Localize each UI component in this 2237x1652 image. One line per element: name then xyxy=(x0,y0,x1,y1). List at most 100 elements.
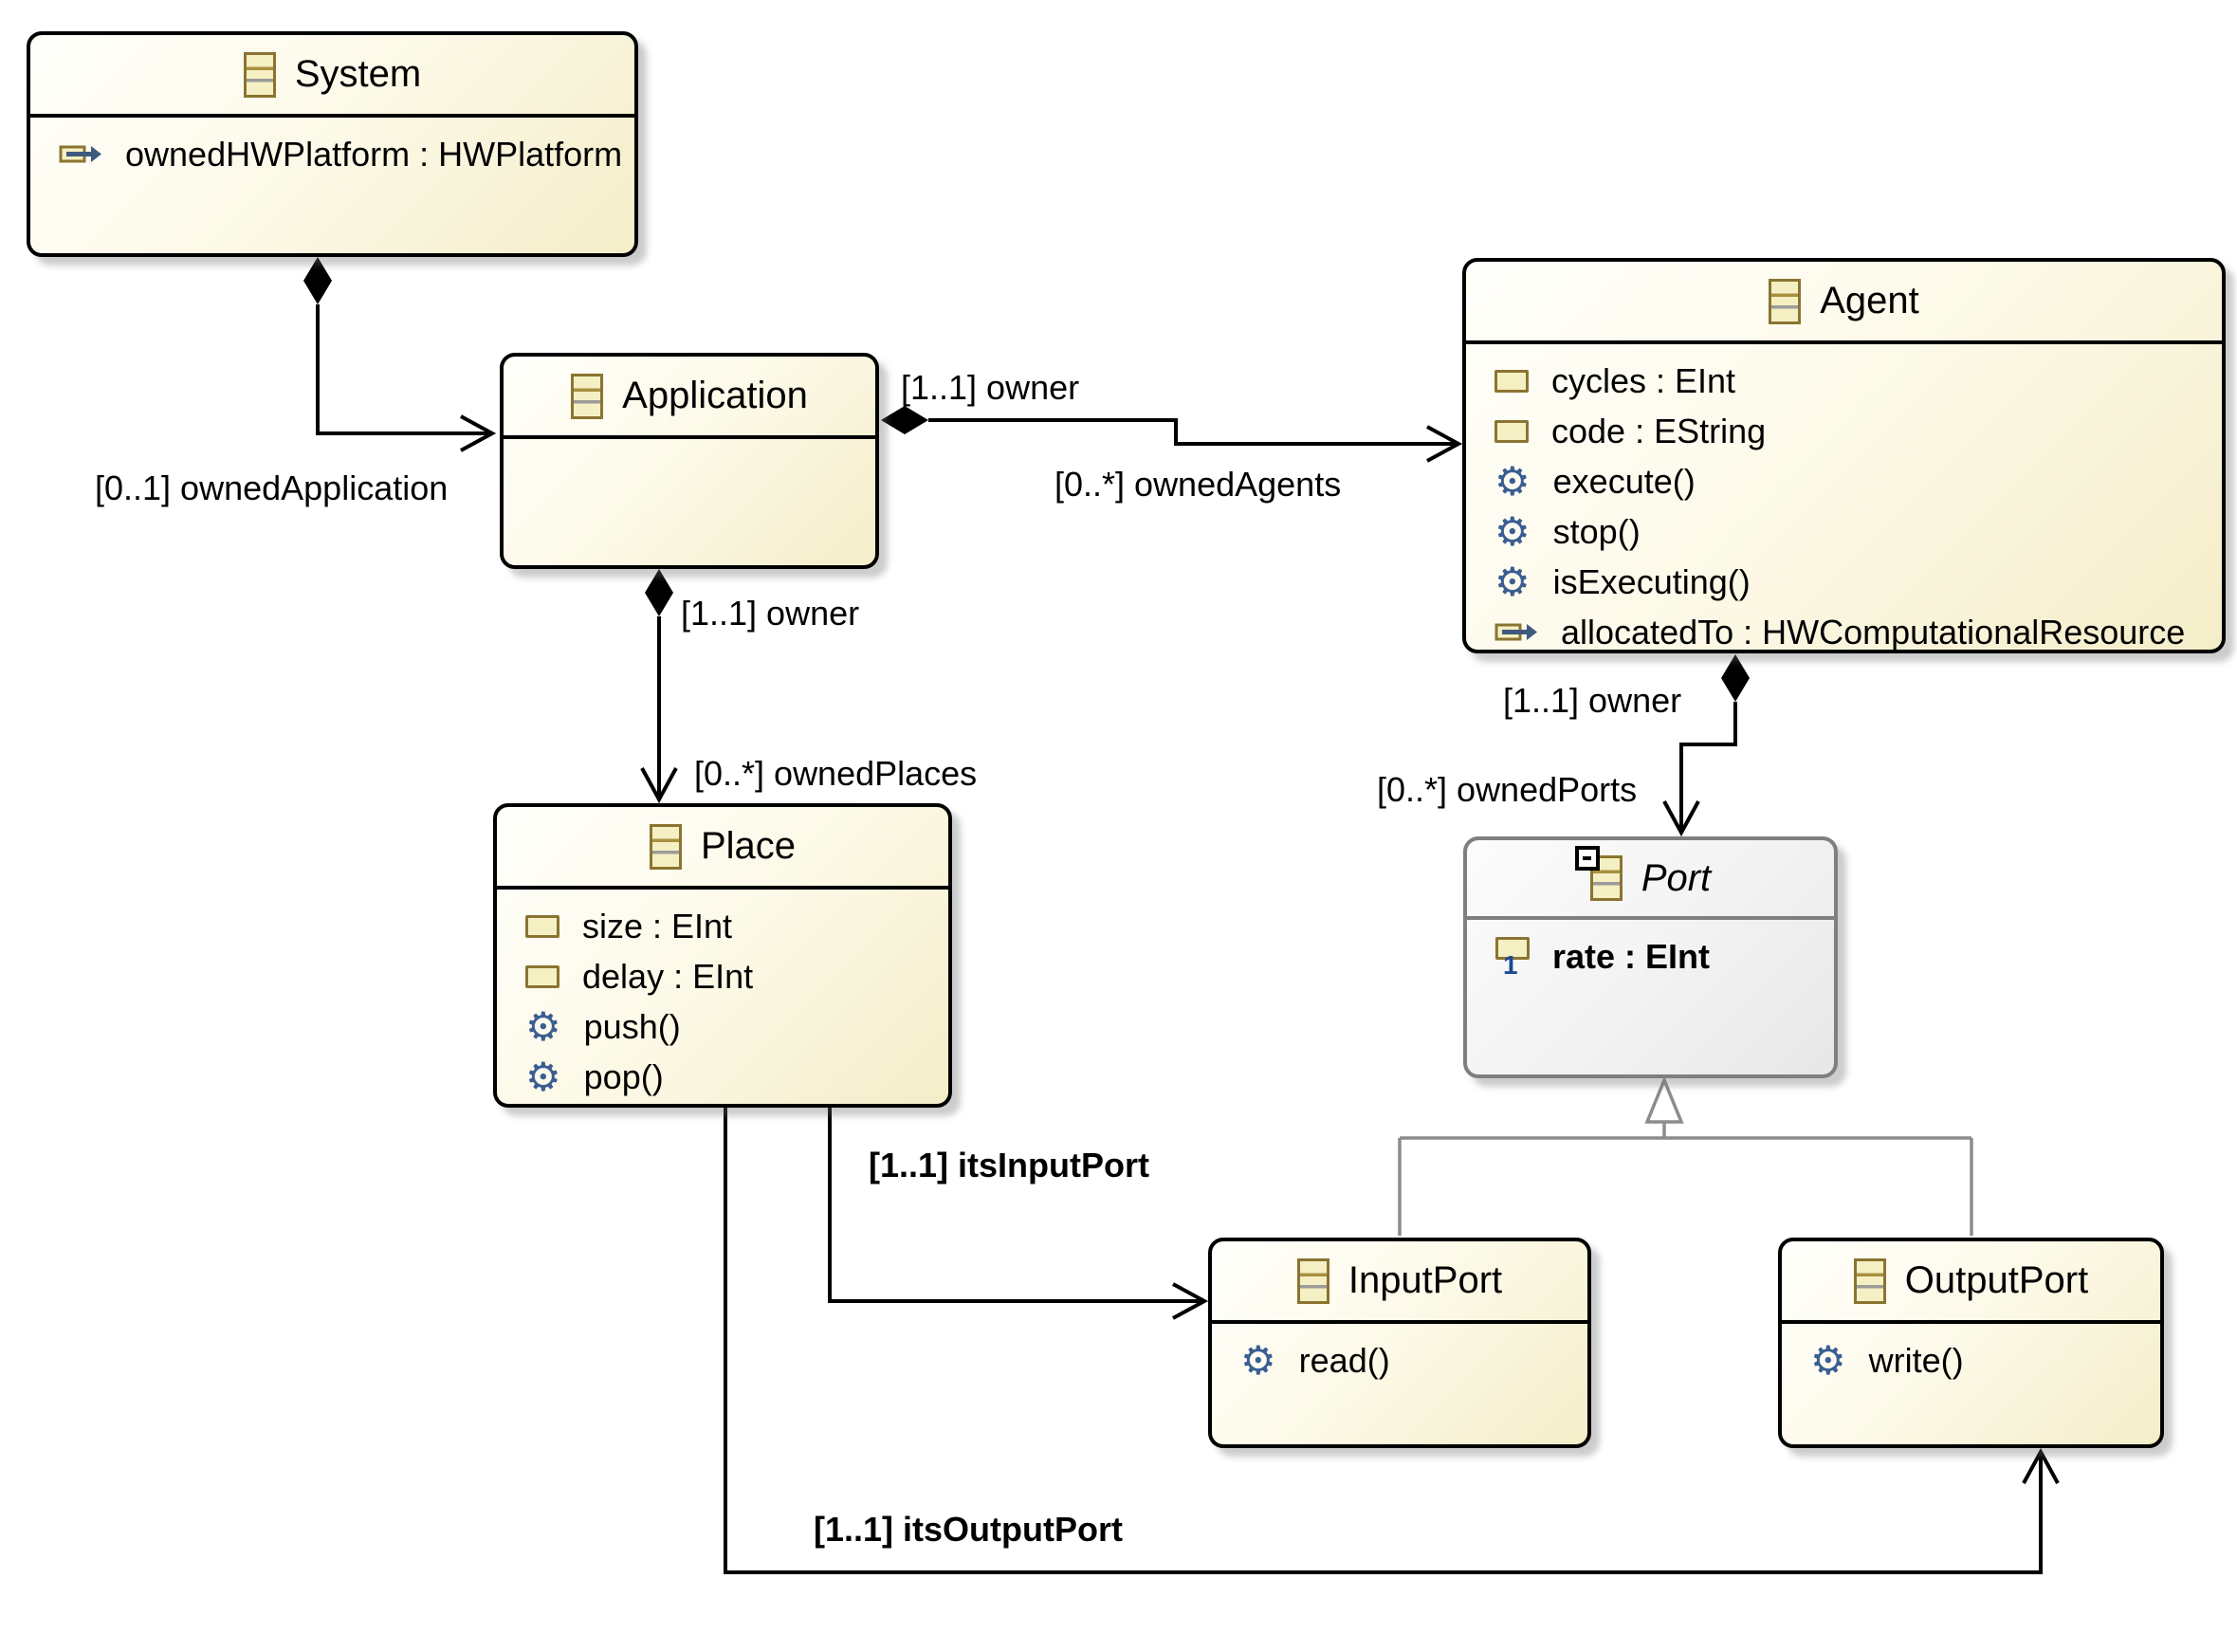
class-title: Port xyxy=(1641,856,1712,899)
label-owned-agents[interactable]: [0..*] ownedAgents xyxy=(1054,465,1342,504)
attribute-icon xyxy=(1494,419,1529,443)
operation-icon: ⚙ xyxy=(1494,457,1531,505)
class-title: Place xyxy=(700,825,797,867)
member-allocatedto[interactable]: allocatedTo : HWComputationalResource xyxy=(1466,607,2222,652)
class-title: OutputPort xyxy=(1904,1259,2089,1301)
member-owned-hwplatform[interactable]: ownedHWPlatform : HWPlatform xyxy=(30,129,634,179)
composition-diamond xyxy=(645,569,673,616)
class-agent[interactable]: Agent cycles : EInt code : EString ⚙ exe… xyxy=(1462,258,2226,653)
member-pop[interactable]: ⚙ pop() xyxy=(497,1052,948,1102)
edge-owned-ports[interactable] xyxy=(1662,654,1750,837)
class-application[interactable]: Application xyxy=(500,353,879,569)
class-inputport-header: InputPort xyxy=(1212,1241,1587,1324)
class-port-header: Port xyxy=(1467,840,1834,920)
class-inputport[interactable]: InputPort ⚙ read() xyxy=(1208,1238,1591,1448)
class-icon xyxy=(649,823,682,870)
member-label: push() xyxy=(583,1006,681,1046)
label-owned-application[interactable]: [0..1] ownedApplication xyxy=(95,468,449,507)
member-label: code : EString xyxy=(1551,411,1767,450)
member-label: rate : EInt xyxy=(1552,936,1711,976)
edge-owned-places[interactable] xyxy=(640,569,678,804)
edge-its-output-port[interactable] xyxy=(724,1106,2060,1574)
member-size[interactable]: size : EInt xyxy=(497,901,948,951)
member-rate[interactable]: 1 rate : EInt xyxy=(1467,931,1834,982)
label-owner-port[interactable]: [1..1] owner xyxy=(1503,681,1682,720)
open-arrowhead xyxy=(1172,1282,1209,1320)
class-icon xyxy=(1769,278,1802,324)
label-owner-place[interactable]: [1..1] owner xyxy=(681,594,860,633)
class-title: InputPort xyxy=(1348,1259,1503,1301)
member-push[interactable]: ⚙ push() xyxy=(497,1001,948,1052)
multiplicity-one-badge: 1 xyxy=(1503,949,1518,980)
member-cycles[interactable]: cycles : EInt xyxy=(1466,356,2222,406)
open-arrowhead xyxy=(2022,1447,2060,1484)
class-outputport[interactable]: OutputPort ⚙ write() xyxy=(1778,1238,2164,1448)
class-icon xyxy=(1853,1257,1886,1304)
edge-owned-agents[interactable] xyxy=(881,406,1463,463)
open-arrowhead xyxy=(1662,800,1700,837)
label-its-input-port[interactable]: [1..1] itsInputPort xyxy=(869,1146,1149,1184)
class-place-header: Place xyxy=(497,807,948,890)
attribute-icon xyxy=(1494,369,1529,393)
composition-diamond xyxy=(1721,654,1750,702)
reference-icon xyxy=(1494,623,1537,640)
member-delay[interactable]: delay : EInt xyxy=(497,951,948,1001)
member-label: isExecuting() xyxy=(1552,561,1751,601)
member-write[interactable]: ⚙ write() xyxy=(1782,1335,2160,1386)
operation-icon: ⚙ xyxy=(525,1053,561,1100)
member-label: stop() xyxy=(1552,511,1641,551)
attribute-icon xyxy=(525,964,559,988)
member-isexecuting[interactable]: ⚙ isExecuting() xyxy=(1466,557,2222,607)
class-system-header: System xyxy=(30,35,634,118)
member-label: ownedHWPlatform : HWPlatform xyxy=(125,134,623,174)
edge-owned-application[interactable] xyxy=(303,257,497,452)
class-icon xyxy=(1296,1257,1329,1304)
class-port[interactable]: Port 1 rate : EInt xyxy=(1463,836,1838,1078)
open-arrowhead xyxy=(1426,425,1463,463)
class-title: Application xyxy=(622,375,808,416)
edge-its-input-port[interactable] xyxy=(828,1106,1209,1320)
class-outputport-header: OutputPort xyxy=(1782,1241,2160,1324)
edge-generalization[interactable] xyxy=(1398,1075,1973,1236)
operation-icon: ⚙ xyxy=(1240,1336,1276,1384)
member-label: delay : EInt xyxy=(582,956,754,996)
member-code[interactable]: code : EString xyxy=(1466,406,2222,456)
member-label: read() xyxy=(1298,1340,1390,1380)
member-label: cycles : EInt xyxy=(1551,360,1736,400)
member-execute[interactable]: ⚙ execute() xyxy=(1466,456,2222,506)
class-title: System xyxy=(294,53,422,95)
operation-icon: ⚙ xyxy=(525,1002,561,1050)
class-title: Agent xyxy=(1820,280,1919,321)
class-icon xyxy=(243,51,276,98)
label-owner-agent[interactable]: [1..1] owner xyxy=(901,368,1080,407)
member-label: size : EInt xyxy=(582,906,733,945)
class-application-header: Application xyxy=(504,357,875,439)
open-arrowhead xyxy=(640,767,678,804)
member-label: execute() xyxy=(1552,461,1696,501)
abstract-class-icon xyxy=(1574,846,1623,901)
reference-icon xyxy=(59,145,101,162)
label-its-output-port[interactable]: [1..1] itsOutputPort xyxy=(814,1510,1123,1549)
operation-icon: ⚙ xyxy=(1494,507,1531,555)
label-owned-places[interactable]: [0..*] ownedPlaces xyxy=(694,754,978,793)
label-owned-ports[interactable]: [0..*] ownedPorts xyxy=(1377,770,1638,809)
class-agent-header: Agent xyxy=(1466,262,2222,344)
member-stop[interactable]: ⚙ stop() xyxy=(1466,506,2222,557)
operation-icon: ⚙ xyxy=(1810,1336,1846,1384)
member-label: pop() xyxy=(583,1056,664,1096)
member-label: allocatedTo : HWComputationalResource xyxy=(1561,612,2186,652)
generalization-triangle xyxy=(1644,1075,1684,1124)
attribute-icon xyxy=(525,914,559,938)
operation-icon: ⚙ xyxy=(1494,558,1531,605)
abstract-badge xyxy=(1574,846,1600,871)
composition-diamond xyxy=(303,257,332,304)
class-system[interactable]: System ownedHWPlatform : HWPlatform xyxy=(27,31,638,257)
member-label: write() xyxy=(1868,1340,1964,1380)
attribute-multiplicity-one-icon: 1 xyxy=(1495,935,1530,980)
member-read[interactable]: ⚙ read() xyxy=(1212,1335,1587,1386)
open-arrowhead xyxy=(460,414,497,452)
class-icon xyxy=(571,373,604,419)
class-place[interactable]: Place size : EInt delay : EInt ⚙ push() … xyxy=(493,803,952,1108)
